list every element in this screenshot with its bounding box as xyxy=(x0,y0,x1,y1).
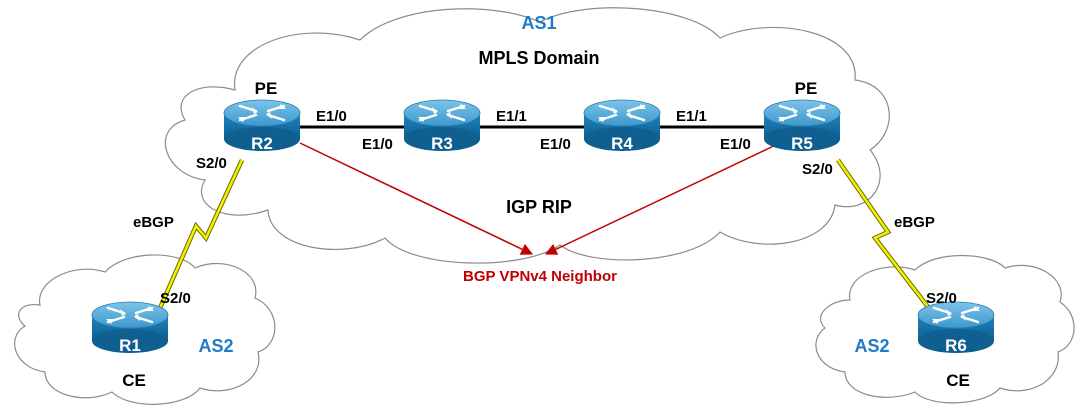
router-r5-name: R5 xyxy=(791,134,813,153)
serial-link-r2-r1 xyxy=(157,159,245,309)
mpls-domain-title: MPLS Domain xyxy=(478,48,599,68)
router-r6-name: R6 xyxy=(945,336,967,355)
left-ebgp-label: eBGP xyxy=(133,214,174,231)
r4-e1-1-label: E1/1 xyxy=(676,108,707,125)
vpnv4-arrow-from-r2 xyxy=(299,142,534,255)
r5-role-label: PE xyxy=(795,79,818,98)
router-r3-name: R3 xyxy=(431,134,453,153)
as1-label: AS1 xyxy=(521,13,556,33)
left-as2-label: AS2 xyxy=(198,336,233,356)
r6-role-label: CE xyxy=(946,371,970,390)
r2-s2-0-label: S2/0 xyxy=(196,155,227,172)
router-r5: R5 xyxy=(762,98,842,153)
vpnv4-neighbor-label: BGP VPNv4 Neighbor xyxy=(463,268,617,285)
r3-e1-1-label: E1/1 xyxy=(496,108,527,125)
right-as2-label: AS2 xyxy=(854,336,889,356)
router-r1: R1 xyxy=(90,300,170,355)
r2-role-label: PE xyxy=(255,79,278,98)
igp-label: IGP RIP xyxy=(506,197,572,217)
router-r4-name: R4 xyxy=(611,134,633,153)
r6-s2-0-label: S2/0 xyxy=(926,290,957,307)
vpnv4-arrow-from-r5 xyxy=(544,142,781,255)
right-ebgp-label: eBGP xyxy=(894,214,935,231)
r4-e1-0-label: E1/0 xyxy=(540,136,571,153)
r2-e1-0-label: E1/0 xyxy=(316,108,347,125)
router-r2-name: R2 xyxy=(251,134,273,153)
r1-role-label: CE xyxy=(122,371,146,390)
router-r1-name: R1 xyxy=(119,336,141,355)
router-r3: R3 xyxy=(402,98,482,153)
r1-s2-0-label: S2/0 xyxy=(160,290,191,307)
r5-e1-0-label: E1/0 xyxy=(720,136,751,153)
router-r6: R6 xyxy=(916,300,996,355)
mpls-cloud xyxy=(164,7,890,264)
serial-link-r5-r6 xyxy=(836,158,937,318)
r5-s2-0-label: S2/0 xyxy=(802,161,833,178)
router-r2: R2 xyxy=(222,98,302,153)
router-r4: R4 xyxy=(582,98,662,153)
r3-e1-0-label: E1/0 xyxy=(362,136,393,153)
